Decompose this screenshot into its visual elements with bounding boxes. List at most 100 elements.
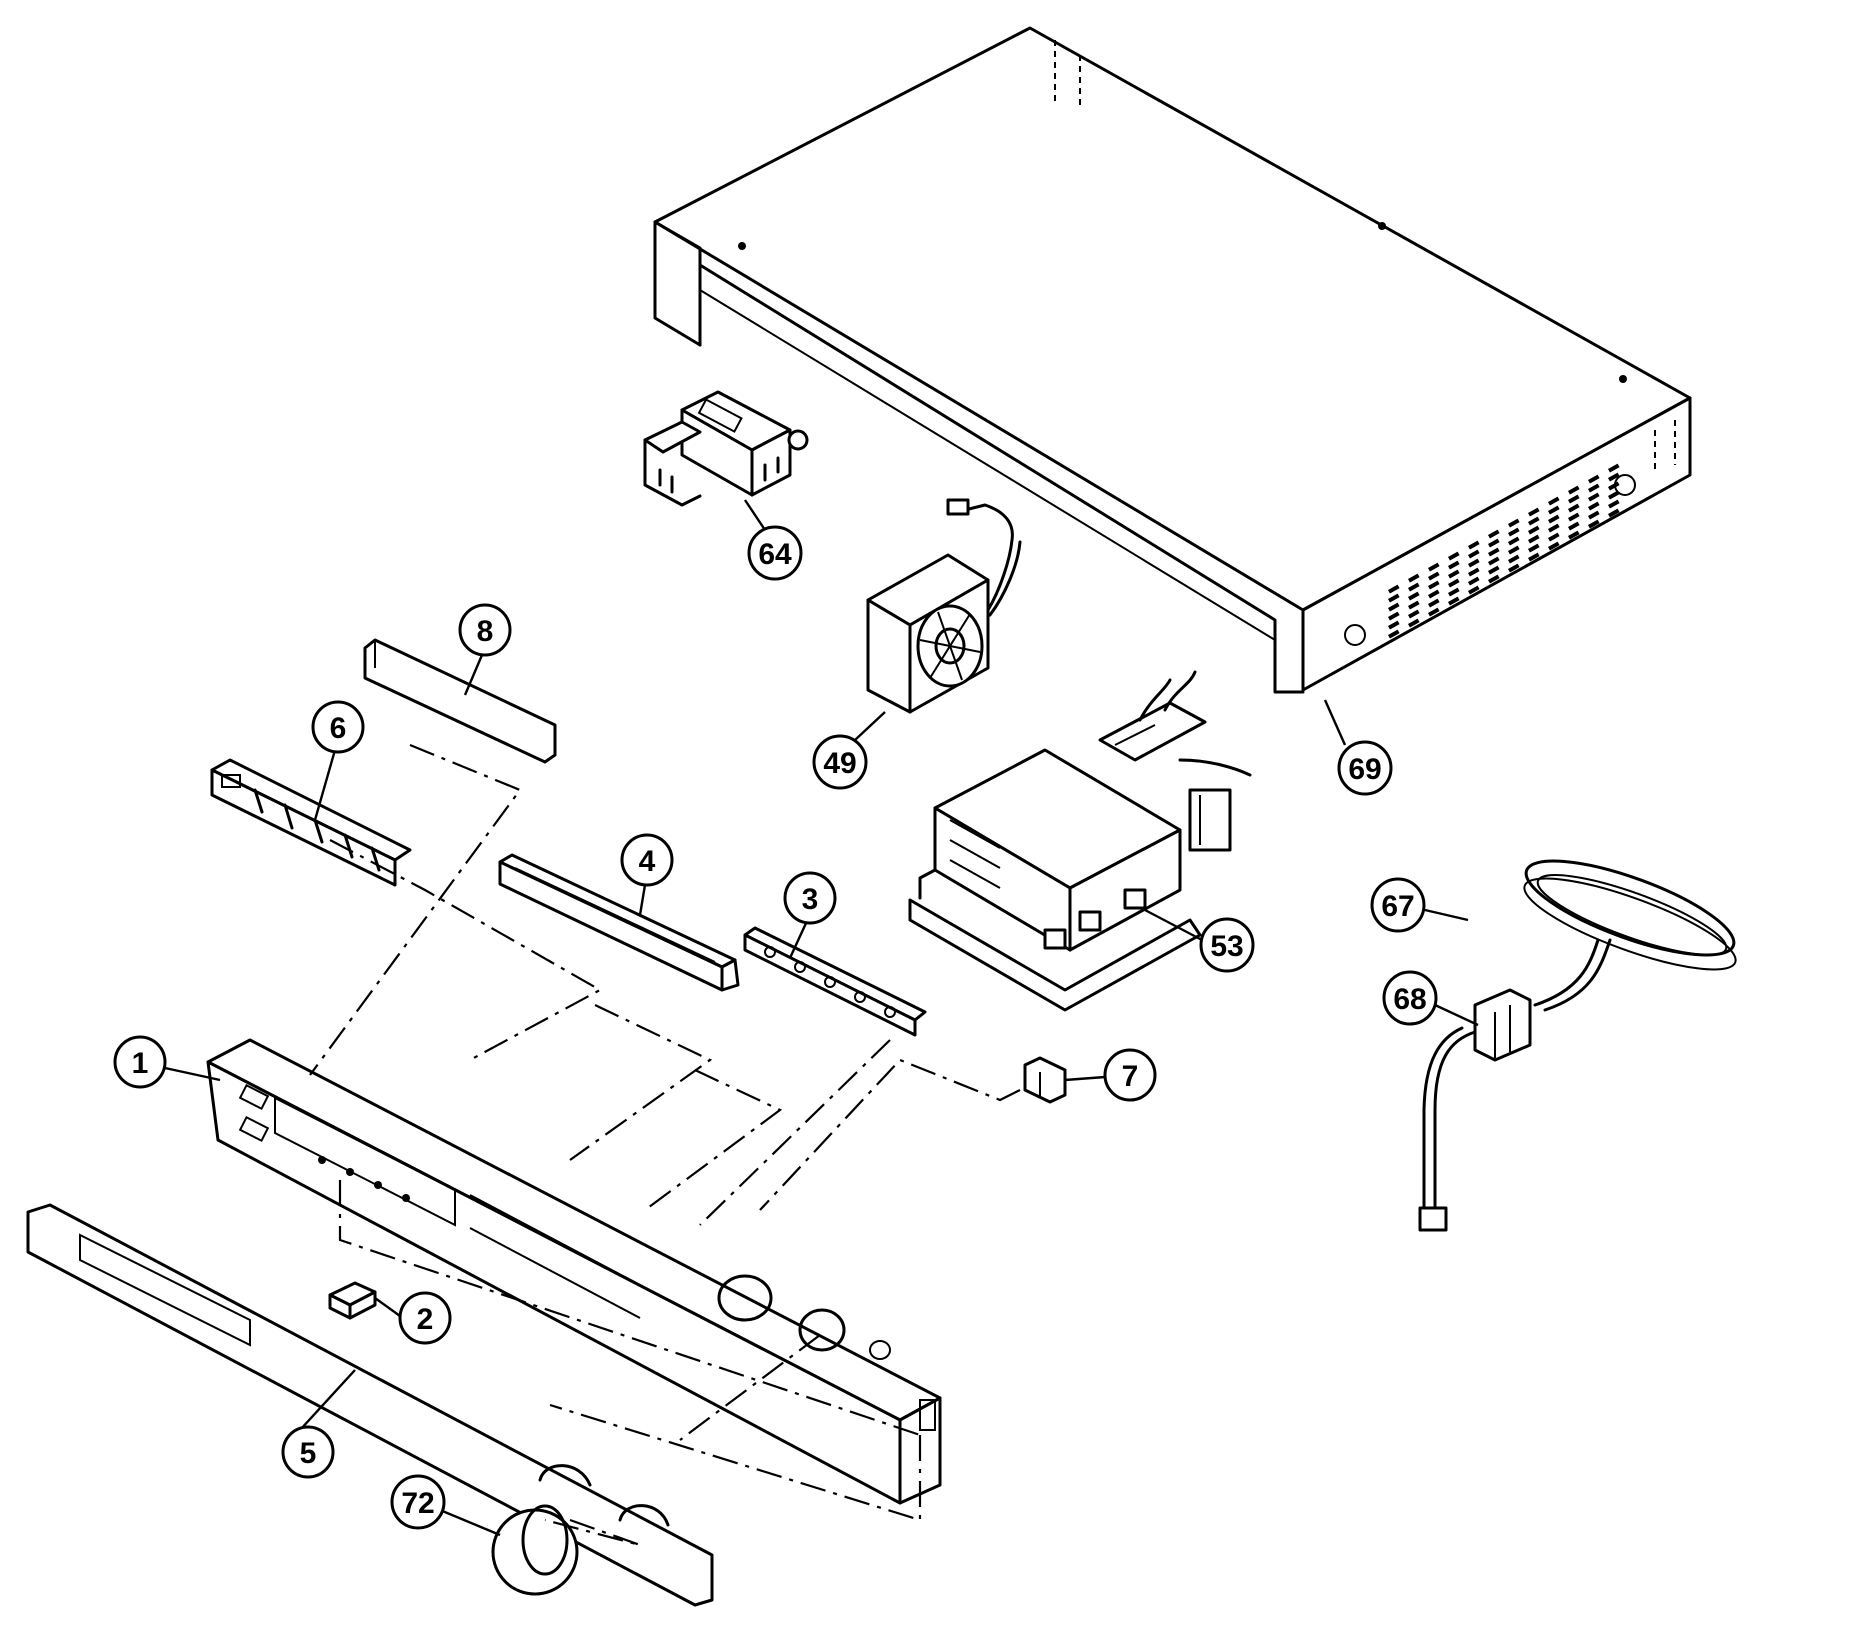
vent-slot bbox=[1488, 556, 1500, 566]
callout-72: 72 bbox=[390, 1474, 446, 1530]
vent-slot bbox=[1527, 516, 1540, 526]
vent-slot bbox=[1548, 532, 1560, 542]
vent-slot bbox=[1427, 580, 1440, 590]
vent-slot bbox=[1427, 589, 1440, 599]
vent-slot bbox=[1508, 545, 1520, 555]
strain-relief-part bbox=[1473, 988, 1532, 1062]
svg-text:4: 4 bbox=[639, 845, 656, 878]
svg-text:6: 6 bbox=[330, 712, 347, 745]
vent-slot bbox=[1588, 492, 1600, 502]
callout-6: 6 bbox=[311, 700, 365, 754]
vent-slot bbox=[1408, 573, 1420, 583]
vent-slot bbox=[1608, 481, 1620, 491]
vent-slot bbox=[1408, 600, 1420, 610]
vent-slot bbox=[1448, 587, 1460, 597]
vent-slot bbox=[1468, 567, 1480, 577]
callout-49: 49 bbox=[812, 734, 868, 790]
svg-text:3: 3 bbox=[802, 883, 819, 916]
assembly-guide-lines bbox=[309, 743, 1021, 1547]
display-filter-part bbox=[363, 638, 557, 764]
vent-slot bbox=[1468, 585, 1480, 595]
vent-slot bbox=[1448, 551, 1460, 561]
vent-slot bbox=[1548, 514, 1560, 524]
vent-slot bbox=[1408, 618, 1420, 628]
vent-slot bbox=[1488, 538, 1500, 548]
vent-slot bbox=[1448, 596, 1460, 606]
vent-slot bbox=[1488, 547, 1500, 557]
button-strip-part bbox=[743, 926, 927, 1037]
vent-slot bbox=[1548, 523, 1560, 533]
callout-8: 8 bbox=[458, 603, 512, 657]
cooling-fan-part bbox=[866, 498, 1022, 714]
callouts: 1 2 3 4 5 6 bbox=[113, 499, 1479, 1537]
svg-text:7: 7 bbox=[1122, 1060, 1139, 1093]
top-cover-part bbox=[653, 26, 1692, 694]
vent-slot bbox=[1427, 598, 1440, 608]
svg-text:72: 72 bbox=[401, 1487, 434, 1520]
vent-slot bbox=[1488, 574, 1500, 584]
connector-socket-part bbox=[643, 390, 809, 507]
vent-slot bbox=[1387, 611, 1400, 621]
vent-slot bbox=[1527, 552, 1540, 562]
vent-slot bbox=[1408, 609, 1420, 619]
callout-68: 68 bbox=[1382, 970, 1438, 1026]
power-switch-part bbox=[1023, 1056, 1067, 1104]
svg-text:8: 8 bbox=[477, 615, 494, 648]
callout-53: 53 bbox=[1199, 917, 1255, 973]
vent-slots bbox=[1387, 463, 1620, 639]
svg-text:69: 69 bbox=[1348, 753, 1381, 786]
svg-text:64: 64 bbox=[758, 538, 792, 571]
vent-slot bbox=[1548, 505, 1560, 515]
vent-slot bbox=[1387, 629, 1400, 639]
vent-slot bbox=[1468, 576, 1480, 586]
switch-holder-part bbox=[210, 758, 412, 887]
vent-slot bbox=[1568, 485, 1580, 495]
vent-slot bbox=[1527, 543, 1540, 553]
vent-slot bbox=[1567, 512, 1580, 522]
vent-slot bbox=[1387, 584, 1400, 594]
vent-slot bbox=[1567, 503, 1580, 513]
svg-text:67: 67 bbox=[1381, 890, 1414, 923]
svg-text:53: 53 bbox=[1210, 930, 1243, 963]
vent-slot bbox=[1588, 519, 1600, 529]
callout-5: 5 bbox=[281, 1425, 335, 1479]
callout-1: 1 bbox=[113, 1035, 167, 1089]
vent-slot bbox=[1387, 602, 1400, 612]
light-guide-part bbox=[498, 853, 740, 992]
vent-slot bbox=[1608, 490, 1620, 500]
vent-slot bbox=[1408, 582, 1420, 592]
svg-text:68: 68 bbox=[1393, 983, 1426, 1016]
vent-slot bbox=[1428, 607, 1440, 617]
svg-text:5: 5 bbox=[300, 1437, 317, 1470]
vent-slot bbox=[1428, 571, 1440, 581]
vent-slot bbox=[1508, 554, 1520, 564]
vent-slot bbox=[1588, 483, 1600, 493]
vent-slot bbox=[1567, 494, 1580, 504]
vent-slot bbox=[1427, 562, 1440, 572]
vent-slot bbox=[1508, 527, 1520, 537]
svg-text:2: 2 bbox=[417, 1303, 434, 1336]
vent-slot bbox=[1488, 565, 1500, 575]
vent-slot bbox=[1548, 541, 1560, 551]
callout-7: 7 bbox=[1103, 1048, 1157, 1102]
vent-slot bbox=[1567, 530, 1580, 540]
vent-slot bbox=[1448, 569, 1460, 579]
vent-slot bbox=[1588, 501, 1600, 511]
vent-slot bbox=[1548, 496, 1560, 506]
vent-slot bbox=[1588, 510, 1600, 520]
vent-slot bbox=[1468, 540, 1480, 550]
vent-slot bbox=[1527, 525, 1540, 535]
callout-4: 4 bbox=[620, 833, 674, 887]
callout-67: 67 bbox=[1370, 877, 1426, 933]
callout-3: 3 bbox=[783, 871, 837, 925]
svg-text:1: 1 bbox=[132, 1047, 149, 1080]
vent-slot bbox=[1527, 507, 1540, 517]
vent-slot bbox=[1608, 499, 1620, 509]
vent-slot bbox=[1408, 591, 1420, 601]
svg-text:49: 49 bbox=[823, 747, 856, 780]
vent-slot bbox=[1508, 536, 1520, 546]
power-transformer-part bbox=[908, 670, 1252, 1012]
callout-69: 69 bbox=[1337, 740, 1393, 796]
